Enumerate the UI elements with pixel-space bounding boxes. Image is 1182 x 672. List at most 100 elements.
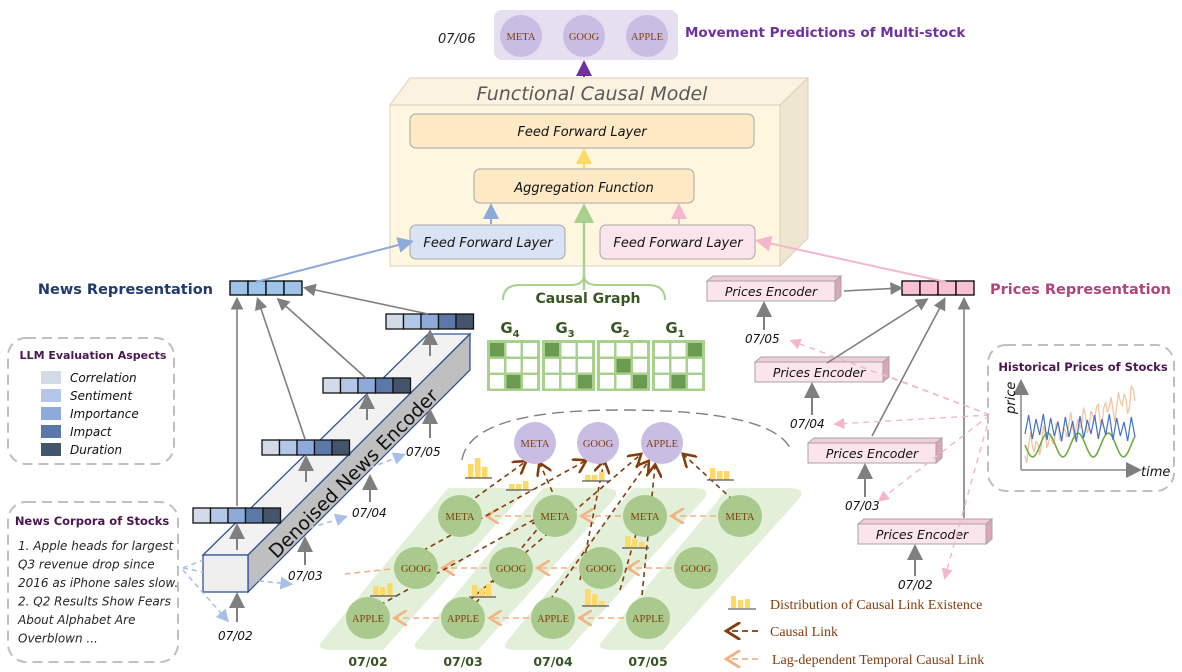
news-corpora-line: About Alphabet Are <box>17 613 135 627</box>
stock-node-goog-0705 <box>674 547 718 589</box>
stock-node-apple-0705 <box>626 597 670 639</box>
matrix-cell-active <box>686 341 704 359</box>
graph-label-g3: G3 <box>555 319 574 340</box>
aspect-label-impact: Impact <box>70 425 113 439</box>
prices-encoder-label: Prices Encoder <box>876 527 969 542</box>
stock-node-label: APPLE <box>632 614 664 625</box>
news-feed-forward-label: Feed Forward Layer <box>423 236 554 251</box>
matrix-cell <box>559 373 578 391</box>
target-node-apple <box>641 422 683 464</box>
aspect-swatch-importance <box>41 407 61 420</box>
aspect-label-importance: Importance <box>70 407 139 421</box>
matrix-cell-active <box>669 373 688 391</box>
time-step-label-0702: 07/02 <box>348 654 387 669</box>
prices-date-0704: 07/04 <box>790 417 825 431</box>
stock-node-label: APPLE <box>352 614 384 625</box>
matrix-cell <box>521 373 539 391</box>
time-step-label-0705: 07/05 <box>628 654 667 669</box>
matrix-cell <box>669 357 688 375</box>
news-aspect-vector-0704 <box>322 377 412 420</box>
causal-matrix-g3 <box>542 340 595 391</box>
graph-label-g2: G2 <box>610 319 629 340</box>
causal-graph-title: Causal Graph <box>536 291 641 307</box>
stock-node-goog-0702 <box>394 547 438 589</box>
stock-node-meta-0704 <box>623 495 667 537</box>
prices-encoder-label: Prices Encoder <box>826 446 919 461</box>
prices-feed-forward-label: Feed Forward Layer <box>613 236 744 251</box>
prices-date-0703: 07/03 <box>845 499 880 513</box>
price-series-orange <box>1024 384 1136 463</box>
stock-node-meta-0705 <box>718 495 762 537</box>
matrix-cell-active <box>631 373 649 391</box>
prediction-node-label: APPLE <box>631 32 663 43</box>
causal-graph-brace <box>502 274 666 301</box>
matrix-cell <box>488 373 506 391</box>
stock-node-label: META <box>541 512 570 523</box>
prediction-node-meta <box>500 15 542 57</box>
target-node-label: GOOG <box>583 439 614 450</box>
matrix-cell <box>631 357 649 375</box>
matrix-cell-active <box>488 341 506 359</box>
news-corpora-line: Q3 revenue drop since <box>18 558 155 572</box>
prices-encoder-0703: Prices Encoder 07/03 <box>806 436 944 513</box>
news-representation: News Representation <box>38 237 414 298</box>
temporal-causal-graph: METAGOOGAPPLEMETAGOOGAPPLEMETAGOOGAPPLEM… <box>319 409 802 669</box>
aggregation-function-label: Aggregation Function <box>513 181 653 196</box>
legend-lag-link-label: Lag-dependent Temporal Causal Link <box>772 653 984 668</box>
stock-node-label: META <box>631 512 660 523</box>
matrix-cell-active <box>576 373 594 391</box>
functional-causal-model: Functional Causal Model Feed Forward Lay… <box>389 76 810 290</box>
legend-distribution-label: Distribution of Causal Link Existence <box>770 598 982 613</box>
matrix-cell <box>686 357 704 375</box>
prices-representation: Prices Representation <box>755 235 1171 298</box>
price-series-blue <box>1024 413 1136 443</box>
news-corpora-border <box>7 501 179 663</box>
matrix-cell <box>614 341 633 359</box>
causal-link <box>549 462 648 601</box>
history-to-dates-links <box>789 338 991 580</box>
legend-causal-link-label: Causal Link <box>770 625 838 640</box>
stock-node-apple-0703 <box>441 597 485 639</box>
llm-aspects-title: LLM Evaluation Aspects <box>20 349 167 362</box>
prediction-date: 07/06 <box>438 32 475 47</box>
fcm-title: Functional Causal Model <box>477 83 709 105</box>
news-corpora-line: Overblown ... <box>18 632 98 646</box>
matrix-cell <box>504 341 523 359</box>
matrix-cell <box>653 373 671 391</box>
matrix-cell-active <box>504 373 523 391</box>
prediction-node-apple <box>626 15 668 57</box>
matrix-cell <box>576 357 594 375</box>
vectors-to-news-rep-arrows <box>230 283 429 506</box>
news-aspect-vector-0702 <box>192 507 282 550</box>
causal-distribution-glyph <box>506 481 533 491</box>
prices-encoder-links <box>826 282 971 518</box>
prediction-node-label: GOOG <box>569 32 600 43</box>
matrix-cell <box>614 373 633 391</box>
encoder-front-face <box>202 554 249 593</box>
stock-node-label: META <box>726 512 755 523</box>
matrix-cell-active <box>543 341 561 359</box>
matrix-cell <box>576 341 594 359</box>
prices-date-0702: 07/02 <box>898 578 933 592</box>
news-date-0704: 07/04 <box>352 506 387 520</box>
stock-node-label: GOOG <box>496 564 527 575</box>
price-series-green <box>1024 432 1136 458</box>
matrix-cell <box>669 341 688 359</box>
time-axis-label: time <box>1141 465 1170 480</box>
corpora-to-encoder-links <box>182 452 406 623</box>
matrix-cell <box>504 357 523 375</box>
news-corpora-line: 1. Apple heads for largest <box>18 539 174 553</box>
stock-node-label: GOOG <box>681 564 712 575</box>
causal-distribution-glyph <box>582 589 609 607</box>
stock-node-meta-0703 <box>533 495 577 537</box>
news-corpora-title: News Corpora of Stocks <box>15 514 170 528</box>
news-date-0702: 07/02 <box>218 629 253 643</box>
stock-node-apple-0702 <box>346 597 390 639</box>
legend-distribution-icon <box>728 596 756 610</box>
target-group-arc <box>461 409 791 461</box>
